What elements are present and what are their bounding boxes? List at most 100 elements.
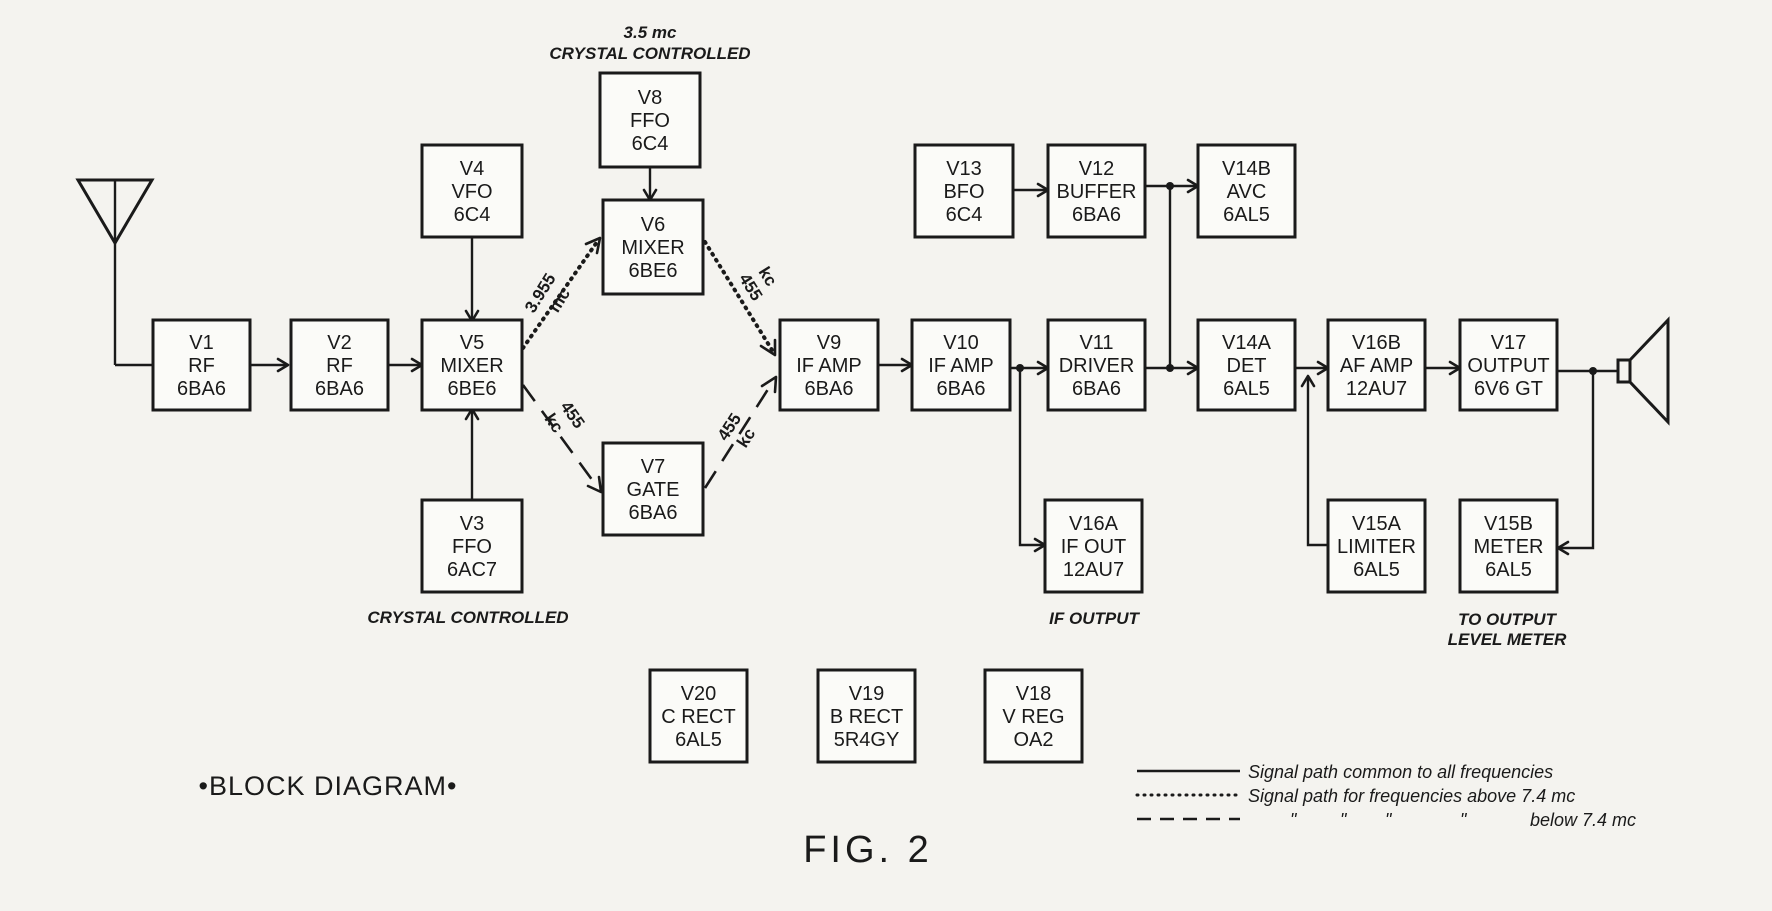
tube-label-line: AF AMP	[1340, 355, 1413, 377]
tube-label-line: B RECT	[830, 706, 903, 728]
tube-label-line: 6BE6	[629, 260, 678, 282]
tube-label-line: IF AMP	[928, 355, 994, 377]
tube-label-line: C RECT	[661, 706, 735, 728]
tube-label-line: V15A	[1352, 513, 1402, 535]
legend-dashed-text: below 7.4 mc	[1530, 810, 1636, 830]
junction-dot	[1016, 364, 1024, 372]
tube-label-line: V9	[817, 332, 841, 354]
tube-label-line: RF	[188, 355, 215, 377]
tube-box-outline	[1326, 318, 1427, 412]
tube-label-line: V10	[943, 332, 979, 354]
tube-label-line: 5R4GY	[834, 729, 900, 751]
tube-label-line: V19	[849, 683, 885, 705]
tube-label-line: 6BA6	[177, 378, 226, 400]
tube-label-line: V13	[946, 158, 982, 180]
tube-box-outline	[1458, 318, 1559, 412]
tube-label-line: 6AL5	[1223, 378, 1270, 400]
tube-label-line: V2	[327, 332, 351, 354]
tube-label-line: AVC	[1227, 181, 1267, 203]
tube-box-outline	[913, 143, 1015, 239]
tube-label-line: 6C4	[946, 204, 983, 226]
tube-label-line: FFO	[630, 110, 670, 132]
tube-box-outline	[420, 498, 524, 594]
v8-frequency-note: 3.5 mc	[624, 23, 677, 42]
tube-label-line: 12AU7	[1346, 378, 1407, 400]
tube-box-outline	[1043, 498, 1144, 594]
tube-label-line: V REG	[1002, 706, 1064, 728]
tube-label-line: V6	[641, 214, 665, 236]
tube-box-outline	[420, 318, 524, 412]
tube-label-line: V18	[1016, 683, 1052, 705]
block-diagram-title: •BLOCK DIAGRAM•	[199, 771, 458, 801]
legend-dotted-text: Signal path for frequencies above 7.4 mc	[1248, 786, 1575, 806]
tube-box-outline	[289, 318, 390, 412]
legend-solid-text: Signal path common to all frequencies	[1248, 762, 1553, 782]
tube-box-outline	[1046, 318, 1147, 412]
tube-label-line: IF OUT	[1061, 536, 1127, 558]
tube-label-line: V16B	[1352, 332, 1401, 354]
tube-box-outline	[151, 318, 252, 412]
legend-ditto-mark: "	[1385, 810, 1393, 830]
tube-label-line: MIXER	[440, 355, 503, 377]
speaker-icon	[1616, 316, 1670, 426]
tube-box-outline	[910, 318, 1012, 412]
tube-label-line: 6AL5	[675, 729, 722, 751]
dashed-signal-path	[521, 375, 778, 494]
path-label-455kc-gate-out: 455 kc	[714, 410, 760, 451]
figure-label: FIG. 2	[803, 829, 933, 871]
tube-label-line: OA2	[1013, 729, 1053, 751]
tube-box-outline	[1196, 143, 1297, 239]
tube-box-outline	[1458, 498, 1559, 594]
tube-label-line: LIMITER	[1337, 536, 1416, 558]
tube-label-line: V17	[1491, 332, 1527, 354]
tube-label-line: IF AMP	[796, 355, 862, 377]
tube-label-line: 6C4	[454, 204, 491, 226]
tube-label-line: 6BA6	[629, 502, 678, 524]
v3-crystal-note: CRYSTAL CONTROLLED	[367, 608, 568, 627]
dotted-signal-path	[521, 236, 777, 357]
junction-dot	[1166, 364, 1174, 372]
tube-label-line: 6BA6	[805, 378, 854, 400]
tube-box-outline	[648, 668, 749, 764]
legend-ditto-mark: "	[1340, 810, 1348, 830]
tube-label-line: 12AU7	[1063, 559, 1124, 581]
path-label-455kc-v6: 455 kc	[735, 263, 781, 304]
tube-label-line: 6C4	[632, 133, 669, 155]
tube-box-outline	[1046, 143, 1147, 239]
tube-label-line: V20	[681, 683, 717, 705]
tube-label-line: V7	[641, 456, 665, 478]
tube-label-line: RF	[326, 355, 353, 377]
tube-box-outline	[601, 441, 705, 537]
tube-label-line: OUTPUT	[1467, 355, 1549, 377]
tube-label-line: V8	[638, 87, 662, 109]
tube-label-line: V1	[189, 332, 213, 354]
tube-label-line: FFO	[452, 536, 492, 558]
legend-ditto-mark: "	[1290, 810, 1298, 830]
tube-label-line: VFO	[451, 181, 492, 203]
junction-dot	[1166, 182, 1174, 190]
tube-box-outline	[778, 318, 880, 412]
path-label-455kc-gate-in: 455 kc	[541, 398, 589, 436]
tube-label-line: 6BE6	[448, 378, 497, 400]
